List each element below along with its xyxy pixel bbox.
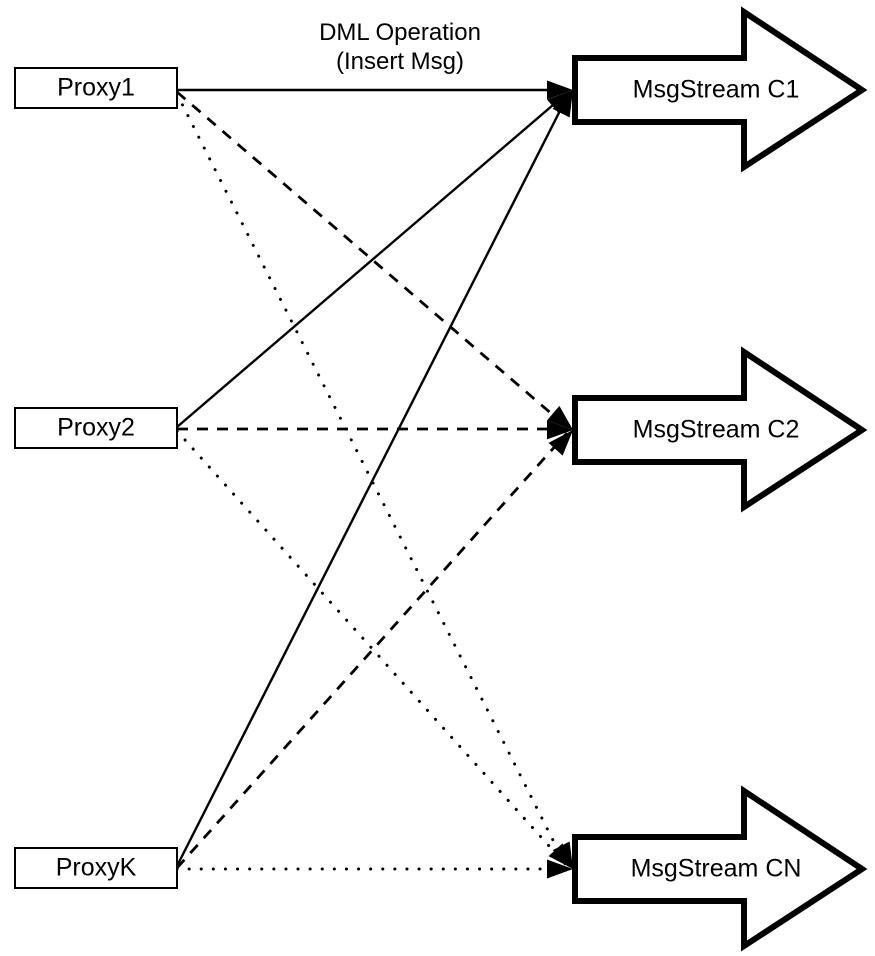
- edge-proxyk-to-msgstream-c2: [175, 432, 569, 869]
- proxyk-box[interactable]: [14, 847, 178, 889]
- arrowhead-proxy2-to-c1: [547, 90, 573, 115]
- arrowhead-proxy1-to-c2: [547, 405, 573, 430]
- arrowheads-msgstream-c1: [547, 80, 573, 118]
- arrowheads-msgstream-cn: [547, 841, 573, 879]
- source-node-proxy2[interactable]: Proxy2: [14, 407, 178, 449]
- edge-proxy1-to-msgstream-c2: [176, 90, 568, 429]
- proxyk-label: ProxyK: [56, 854, 137, 882]
- msgstream-c2-label: MsgStream C2: [633, 416, 800, 444]
- edge-proxyk-to-msgstream-c1: [175, 94, 570, 867]
- annotation-line-1: DML Operation: [319, 19, 481, 46]
- proxy1-box[interactable]: [14, 67, 178, 109]
- proxy1-label: Proxy1: [57, 74, 135, 102]
- target-node-msgstream-c1[interactable]: MsgStream C1: [572, 6, 868, 173]
- msgstream-c1-block-arrow-icon[interactable]: [572, 6, 868, 173]
- edge-proxy2-to-msgstream-c1: [176, 92, 568, 428]
- source-node-proxy1[interactable]: Proxy1: [14, 67, 178, 109]
- msgstream-c1-label: MsgStream C1: [633, 76, 800, 104]
- arrowhead-proxyk-to-cn: [547, 859, 573, 879]
- target-node-msgstream-cn[interactable]: MsgStream CN: [572, 785, 868, 952]
- edge-proxy2-to-msgstream-cn: [175, 429, 569, 868]
- arrowhead-proxyk-to-c2: [548, 430, 573, 456]
- arrowhead-proxy2-to-cn: [548, 843, 573, 869]
- arrowhead-proxy2-to-c2: [546, 420, 573, 440]
- proxy2-box[interactable]: [14, 407, 178, 449]
- msgstream-cn-block-arrow-icon[interactable]: [572, 785, 868, 952]
- edge-proxy1-to-msgstream-cn: [175, 92, 568, 868]
- annotation-dml-operation: DML Operation (Insert Msg): [319, 19, 481, 75]
- arrowhead-proxyk-to-c1: [552, 90, 573, 118]
- source-node-proxyk[interactable]: ProxyK: [14, 847, 178, 889]
- arrowhead-proxy1-to-c1: [547, 80, 573, 100]
- annotation-line-2: (Insert Msg): [336, 48, 464, 75]
- msgstream-cn-label: MsgStream CN: [631, 855, 802, 883]
- edge-layer: [175, 88, 571, 871]
- arrowhead-layer: [546, 80, 573, 879]
- proxy2-label: Proxy2: [57, 414, 135, 442]
- target-node-msgstream-c2[interactable]: MsgStream C2: [572, 346, 868, 513]
- arrowheads-msgstream-c2: [546, 405, 573, 456]
- msgstream-c2-block-arrow-icon[interactable]: [572, 346, 868, 513]
